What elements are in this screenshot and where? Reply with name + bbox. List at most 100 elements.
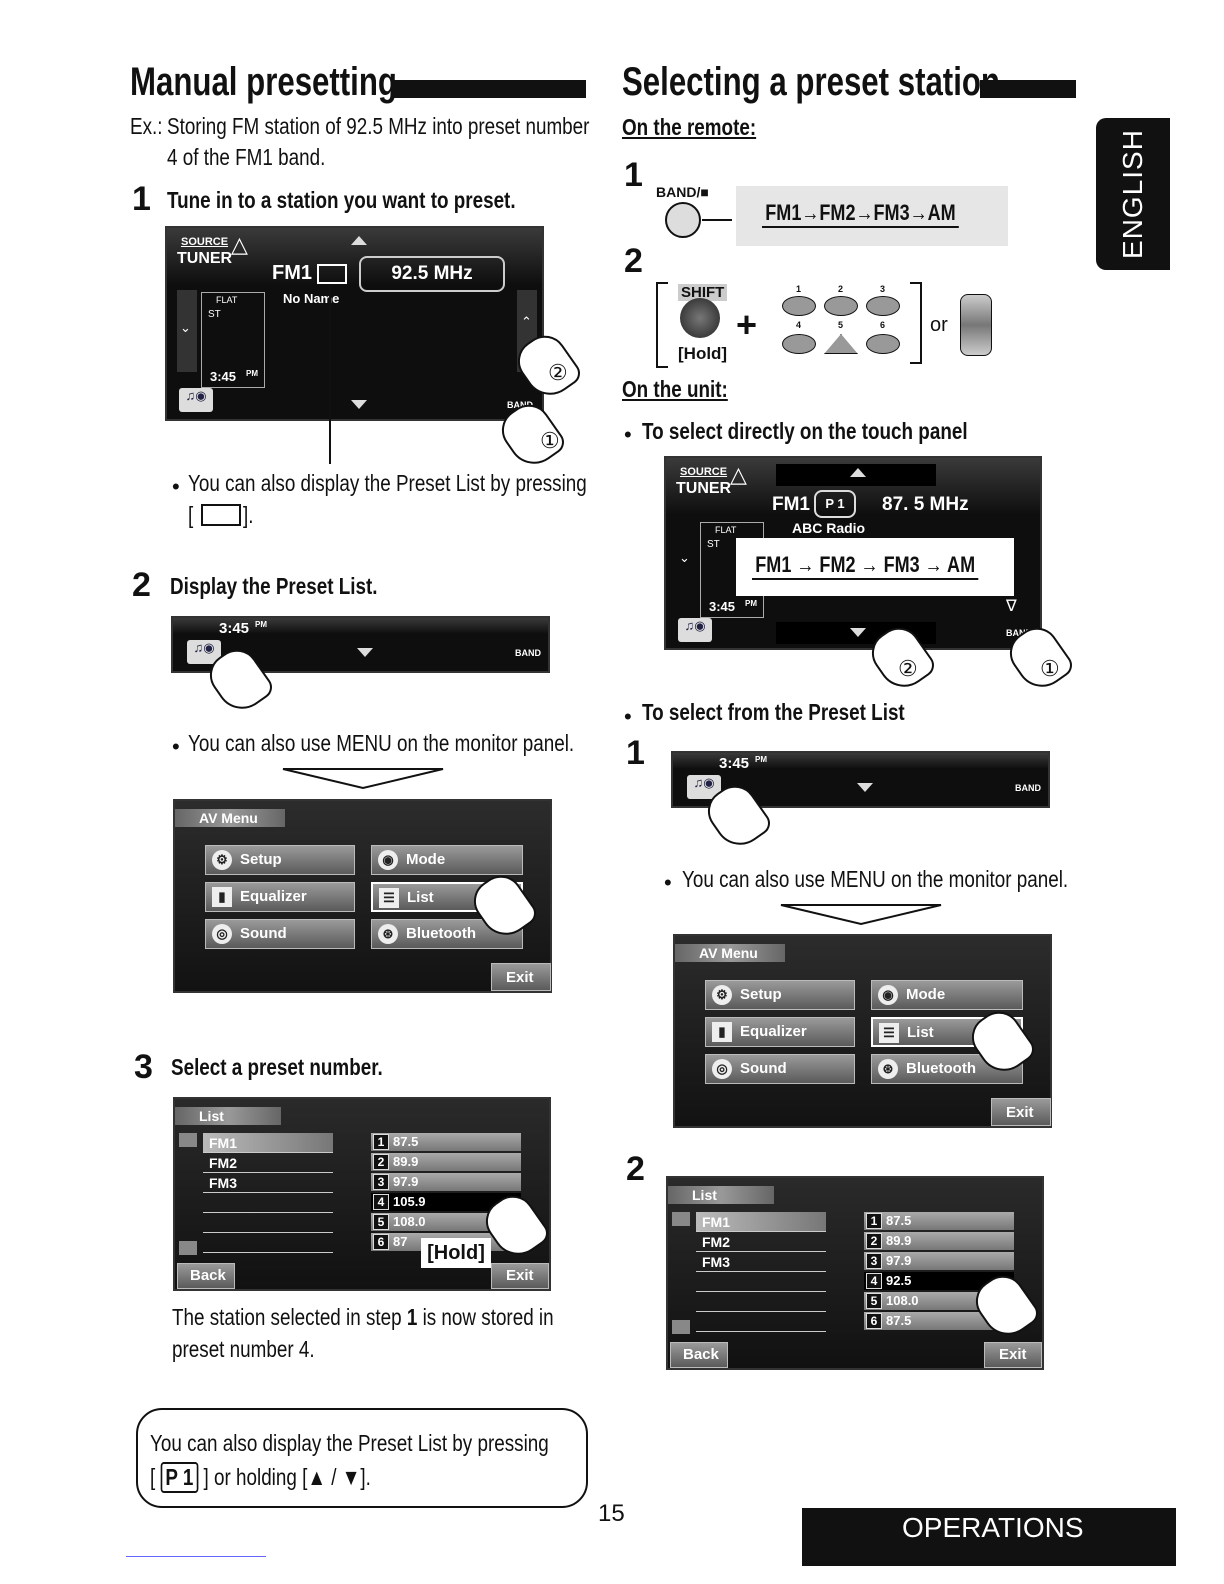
preset-key[interactable] — [824, 334, 858, 354]
menu-equalizer-button[interactable]: ▮Equalizer — [205, 882, 355, 912]
menu-setup-button[interactable]: ⚙Setup — [205, 845, 355, 875]
music-disc-icon[interactable]: ♫◉ — [179, 388, 213, 412]
band-item[interactable]: FM1 — [203, 1133, 333, 1153]
band-item-empty[interactable] — [696, 1292, 826, 1312]
menu-bluetooth-button[interactable]: ⊛Bluetooth — [871, 1054, 1023, 1084]
menu-mode-button[interactable]: ◉Mode — [871, 980, 1023, 1010]
clock-pm: PM — [246, 369, 258, 378]
band-button[interactable]: BAND — [1006, 628, 1032, 638]
mode-icon: ◉ — [878, 985, 898, 1005]
down-arrow-icon[interactable] — [357, 648, 373, 657]
menu-sound-button[interactable]: ◎Sound — [205, 919, 355, 949]
menu-sound-button[interactable]: ◎Sound — [705, 1054, 855, 1084]
st-label: ST — [208, 309, 221, 320]
scroll-up-button[interactable] — [179, 1133, 197, 1147]
list-title: List — [668, 1186, 774, 1204]
band-item-empty[interactable] — [696, 1272, 826, 1292]
page-number: 15 — [598, 1500, 625, 1527]
scroll-up-button[interactable] — [672, 1212, 690, 1226]
step1-number: 1 — [132, 180, 151, 218]
unit-heading: On the unit: — [622, 376, 728, 402]
band-item-empty[interactable] — [203, 1193, 333, 1213]
list-title: List — [175, 1107, 281, 1125]
band-remote-button[interactable] — [665, 202, 701, 238]
result-line2: preset number 4. — [172, 1336, 315, 1362]
exit-button[interactable]: Exit — [491, 1263, 549, 1289]
list-icon: ☰ — [379, 888, 399, 908]
music-disc-icon[interactable]: ♫◉ — [187, 640, 221, 664]
preset-badge[interactable]: P 1 — [814, 490, 856, 518]
tuner-screen: SOURCE TUNER △ FM1 92.5 MHz No Name ⌄ FL… — [165, 226, 544, 421]
band-item[interactable]: FM3 — [696, 1252, 826, 1272]
preset-key[interactable] — [782, 334, 816, 354]
list-step2-number: 2 — [626, 1150, 645, 1188]
bullet-icon: • — [664, 870, 672, 895]
band-item[interactable]: FM1 — [696, 1212, 826, 1232]
clock-time: 3:45 — [719, 755, 750, 772]
preset-key[interactable] — [866, 334, 900, 354]
menu-mode-button[interactable]: ◉Mode — [371, 845, 523, 875]
up-down-remote-key[interactable] — [960, 294, 992, 356]
band-item-empty[interactable] — [203, 1233, 333, 1253]
preset-key[interactable] — [866, 296, 900, 316]
down-arrow-icon[interactable] — [351, 400, 367, 409]
scroll-down-button[interactable] — [179, 1241, 197, 1255]
chevron-down-icon[interactable]: ⌄ — [679, 550, 690, 565]
band-button[interactable]: BAND — [515, 648, 541, 658]
menu-exit-button[interactable]: Exit — [991, 1098, 1051, 1126]
band-item[interactable]: FM2 — [696, 1232, 826, 1252]
preset-key[interactable] — [782, 296, 816, 316]
down-arrow-icon[interactable] — [850, 628, 866, 637]
clock-time: 3:45 — [219, 620, 250, 637]
callout-2-label: ② — [548, 360, 568, 385]
chevron-down-icon[interactable]: ⌄ — [180, 320, 191, 335]
music-disc-icon[interactable]: ♫◉ — [678, 618, 712, 642]
up-arrow-icon[interactable] — [351, 236, 367, 245]
clock-pm: PM — [755, 755, 767, 764]
shift-button[interactable] — [680, 298, 720, 338]
menu-setup-button[interactable]: ⚙Setup — [705, 980, 855, 1010]
back-button[interactable]: Back — [177, 1263, 235, 1289]
preset-number-box[interactable] — [317, 264, 347, 284]
down-arrow-icon[interactable] — [857, 783, 873, 792]
flat-label: FLAT — [216, 295, 238, 305]
tip-box: You can also display the Preset List by … — [136, 1408, 588, 1508]
example-line2: 4 of the FM1 band. — [167, 144, 326, 170]
hold-label: [Hold] — [678, 344, 728, 363]
exit-button[interactable]: Exit — [984, 1342, 1042, 1368]
menu-exit-button[interactable]: Exit — [491, 963, 551, 991]
band-item[interactable]: FM3 — [203, 1173, 333, 1193]
band-item-empty[interactable] — [203, 1213, 333, 1233]
remote-heading: On the remote: — [622, 114, 757, 140]
band-button[interactable]: BAND — [1015, 783, 1041, 793]
band-list: FM1 FM2 FM3 — [203, 1133, 363, 1253]
up-arrow-icon[interactable] — [850, 468, 866, 477]
back-button[interactable]: Back — [670, 1342, 728, 1368]
clock-pm: PM — [745, 599, 757, 608]
remote-step2-number: 2 — [624, 242, 643, 280]
gear-icon: ⚙ — [712, 985, 732, 1005]
av-menu-title: AV Menu — [675, 944, 785, 962]
left-scroll-panel[interactable] — [177, 290, 197, 372]
scroll-down-button[interactable] — [672, 1320, 690, 1334]
preset-key[interactable] — [824, 296, 858, 316]
band-item[interactable]: FM2 — [203, 1153, 333, 1173]
note1-line1: You can also display the Preset List by … — [188, 470, 587, 496]
menu-equalizer-button[interactable]: ▮Equalizer — [705, 1017, 855, 1047]
chevron-up-icon[interactable]: ⌃ — [521, 314, 532, 329]
bullet-icon: • — [172, 474, 180, 499]
section-footer: OPERATIONS — [802, 1508, 1176, 1566]
band-item-empty[interactable] — [696, 1312, 826, 1332]
band-list: FM1 FM2 FM3 — [696, 1212, 856, 1332]
footer-rule — [126, 1556, 266, 1557]
